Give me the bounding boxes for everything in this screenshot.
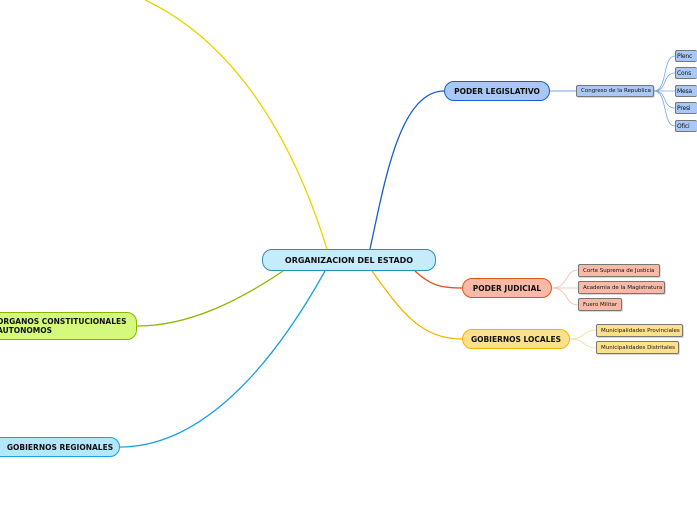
connector-legislativo — [369, 90, 445, 250]
node-municipalidades-distritales[interactable]: Municipalidades Distritales — [596, 341, 679, 354]
node-fuero-militar[interactable]: Fuero Militar — [578, 298, 622, 311]
node-legislativo-sub[interactable]: Presi — [675, 102, 697, 114]
connector-organos — [136, 270, 284, 327]
node-poder-legislativo[interactable]: PODER LEGISLATIVO — [444, 81, 550, 101]
node-poder-judicial[interactable]: PODER JUDICIAL — [462, 278, 552, 298]
node-corte-suprema[interactable]: Corte Suprema de Justicia — [578, 264, 660, 277]
node-legislativo-sub[interactable]: Ofici — [675, 120, 697, 132]
central-node[interactable]: ORGANIZACION DEL ESTADO — [262, 249, 436, 271]
node-congreso[interactable]: Congreso de la Republica — [576, 85, 654, 97]
connector-judicial — [414, 270, 463, 289]
node-legislativo-sub[interactable]: Mesa — [675, 85, 697, 97]
connector-locales — [371, 270, 463, 340]
node-legislativo-sub[interactable]: Cons — [675, 67, 697, 79]
node-gobiernos-locales[interactable]: GOBIERNOS LOCALES — [462, 329, 570, 349]
node-academia[interactable]: Academia de la Magistratura — [578, 281, 665, 294]
node-gobiernos-regionales[interactable]: GOBIERNOS REGIONALES — [0, 437, 120, 457]
connector-regionales — [119, 270, 326, 448]
node-legislativo-sub[interactable]: Plenc — [675, 50, 697, 62]
connector-offscreen — [144, 0, 328, 250]
central-label: ORGANIZACION DEL ESTADO — [284, 255, 414, 265]
node-municipalidades-provinciales[interactable]: Municipalidades Provinciales — [596, 324, 683, 337]
